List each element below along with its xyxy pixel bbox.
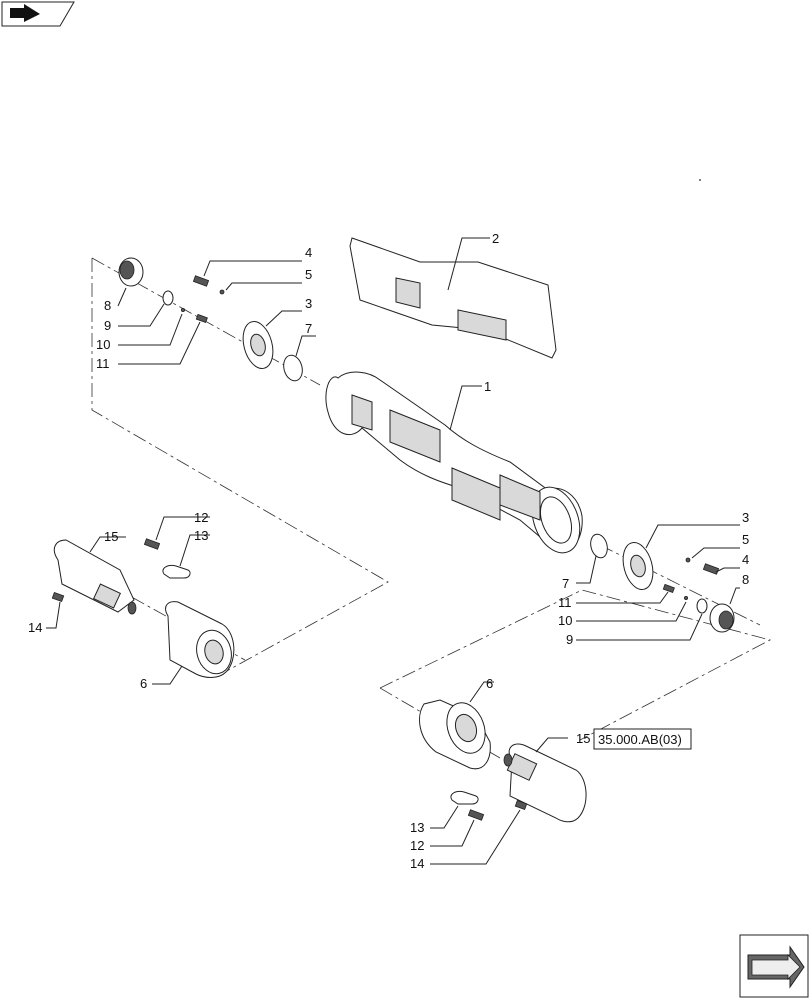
label-6-left: 6 xyxy=(140,676,147,691)
part-9-right-washer xyxy=(696,598,708,614)
label-15-left: 15 xyxy=(104,529,118,544)
part-6-right-housing xyxy=(419,699,491,770)
part-1-drum xyxy=(325,371,583,554)
label-13-left: 13 xyxy=(194,528,208,543)
part-10-right-pin xyxy=(684,596,689,601)
part-15-right-motor xyxy=(503,743,587,823)
label-9-upper-left: 9 xyxy=(104,318,111,333)
label-7-right: 7 xyxy=(562,576,569,591)
label-8-right: 8 xyxy=(742,572,749,587)
part-10-left-pin xyxy=(180,307,185,312)
assembly-lines xyxy=(91,257,772,759)
part-5-left-nut xyxy=(219,289,225,295)
part-9-left-washer xyxy=(162,290,174,306)
part-14-left-screw xyxy=(51,591,65,603)
part-3-right-flange xyxy=(622,542,654,590)
part-11-left-stud xyxy=(195,313,208,324)
label-14-right: 14 xyxy=(410,856,424,871)
label-11-right: 11 xyxy=(558,595,572,610)
label-3-upper-left: 3 xyxy=(305,296,312,311)
part-8-left-pulley xyxy=(118,257,144,287)
part-11-right-stud xyxy=(662,583,675,594)
label-3-right: 3 xyxy=(742,510,749,525)
part-15-left-motor xyxy=(53,539,137,615)
label-10-upper-left: 10 xyxy=(96,337,110,352)
part-8-right-pulley xyxy=(709,603,735,633)
part-14-right-screw xyxy=(514,799,528,811)
label-13-right: 13 xyxy=(410,820,424,835)
label-6-right: 6 xyxy=(486,676,493,691)
part-2-strip xyxy=(349,237,557,359)
part-13-right-clip xyxy=(450,791,479,805)
leader-lines xyxy=(46,237,740,865)
part-labels: 1 2 4 5 3 7 8 9 10 11 3 5 4 8 7 11 10 9 … xyxy=(28,231,749,871)
label-1: 1 xyxy=(484,379,491,394)
label-5-right: 5 xyxy=(742,532,749,547)
part-12-left-bolt xyxy=(143,538,161,550)
label-12-right: 12 xyxy=(410,838,424,853)
part-4-left-bolt xyxy=(192,275,210,287)
label-4-upper-left: 4 xyxy=(305,245,312,260)
label-7-upper-left: 7 xyxy=(305,321,312,336)
back-arrow-icon[interactable] xyxy=(1,1,75,27)
label-2: 2 xyxy=(492,231,499,246)
part-7-right-circlip xyxy=(590,533,608,559)
part-4-right-bolt xyxy=(702,563,720,575)
next-page-arrow-icon[interactable] xyxy=(739,934,809,998)
part-7-left-circlip xyxy=(283,354,303,382)
label-14-left: 14 xyxy=(28,620,42,635)
reference-callout[interactable]: 35.000.AB(03) xyxy=(593,728,692,750)
reference-label: 35.000.AB(03) xyxy=(598,732,682,747)
label-4-right: 4 xyxy=(742,552,749,567)
label-10-right: 10 xyxy=(558,613,572,628)
part-12-right-bolt xyxy=(467,809,485,821)
part-6-left-housing xyxy=(165,601,235,678)
label-5-upper-left: 5 xyxy=(305,267,312,282)
label-11-upper-left: 11 xyxy=(96,356,110,371)
label-12-left: 12 xyxy=(194,510,208,525)
part-5-right-nut xyxy=(685,557,691,563)
part-13-left-clip xyxy=(162,565,191,579)
label-8-upper-left: 8 xyxy=(104,298,111,313)
label-15-right: 15 xyxy=(576,731,590,746)
label-9-right: 9 xyxy=(566,632,573,647)
part-3-left-flange xyxy=(242,321,274,369)
